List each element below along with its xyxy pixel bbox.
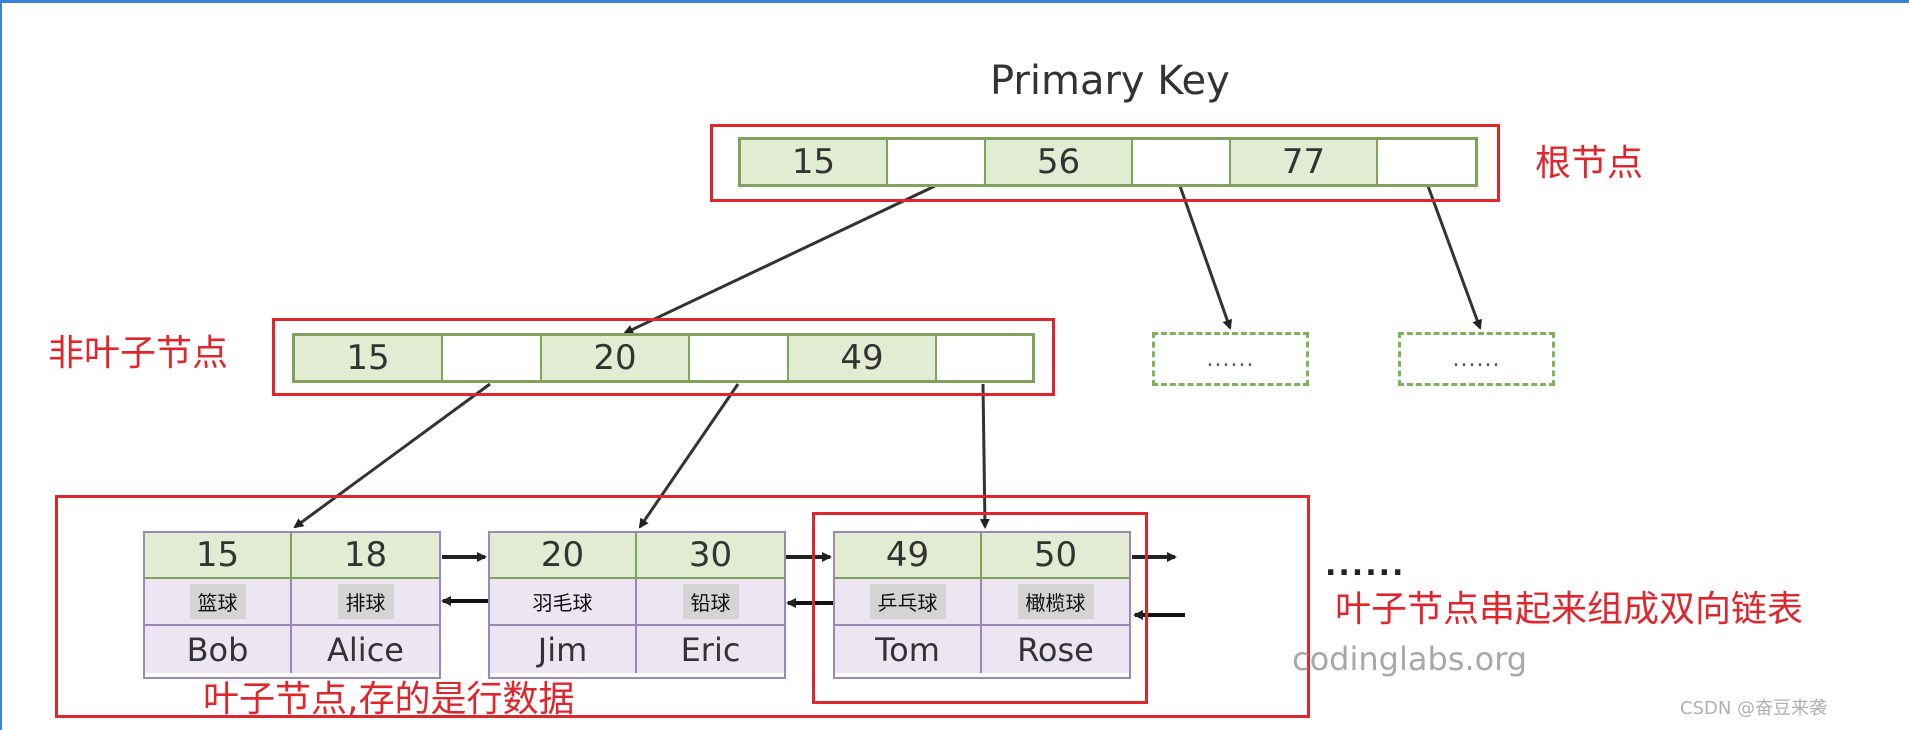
root-pointer	[888, 140, 986, 184]
hobby-cell: 乒乓球	[869, 584, 946, 619]
non-leaf-pointer	[690, 336, 789, 380]
leaf-key: 49	[835, 533, 982, 579]
name-cell: Alice	[292, 626, 439, 673]
non-leaf-key: 49	[789, 336, 937, 380]
root-pointer	[1133, 140, 1231, 184]
non-leaf-pointer	[443, 336, 542, 380]
name-cell: Eric	[637, 626, 784, 673]
leaf-node-highlight	[812, 512, 1148, 704]
non-leaf-key: 15	[295, 336, 443, 380]
hobby-cell: 橄榄球	[1017, 584, 1094, 619]
hobby-cell: 排球	[337, 584, 394, 619]
hobby-cell: 铅球	[682, 584, 739, 619]
root-node-highlight	[710, 124, 1500, 202]
non-leaf-key: 20	[542, 336, 690, 380]
leaf-node-2: 20 30 羽毛球 铅球 Jim Eric	[488, 531, 786, 679]
name-cell: Tom	[835, 626, 982, 673]
leaf-key: 30	[637, 533, 784, 579]
leaf-rows-label: 叶子节点,存的是行数据	[203, 679, 575, 720]
leaf-node-3: 49 50 乒乓球 橄榄球 Tom Rose	[833, 531, 1131, 679]
arrow-root-to-placeholder-2	[1426, 185, 1482, 330]
name-cell: Rose	[982, 626, 1129, 673]
root-node-label: 根节点	[1535, 143, 1644, 184]
non-leaf-node: 15 20 49	[292, 333, 1035, 383]
hobby-cell: 篮球	[189, 584, 246, 619]
arrow-nonleaf-to-leaf-1	[293, 382, 491, 529]
non-leaf-node-highlight	[272, 318, 1055, 396]
root-node: 15 56 77	[738, 137, 1478, 187]
name-cell: Bob	[145, 626, 292, 673]
left-border	[0, 0, 2, 730]
root-pointer	[1378, 140, 1475, 184]
root-key: 56	[986, 140, 1133, 184]
leaf-node-1: 15 18 篮球 排球 Bob Alice	[143, 531, 441, 679]
placeholder-node: ......	[1152, 332, 1309, 386]
leaf-key: 15	[145, 533, 292, 579]
name-cell: Jim	[490, 626, 637, 673]
csdn-watermark: CSDN @奋豆来袭	[1680, 698, 1828, 719]
codinglabs-watermark: codinglabs.org	[1292, 640, 1528, 678]
hobby-cell: 羽毛球	[532, 591, 593, 615]
non-leaf-pointer	[937, 336, 1032, 380]
diagram-title: Primary Key	[990, 58, 1230, 104]
continuation-dots: ......	[1325, 548, 1406, 583]
placeholder-node: ......	[1398, 332, 1555, 386]
leaf-key: 50	[982, 533, 1129, 579]
leaf-level-highlight	[55, 495, 1310, 718]
arrow-root-to-nonleaf	[623, 184, 936, 335]
root-key: 77	[1231, 140, 1378, 184]
arrow-nonleaf-to-leaf-2	[638, 383, 740, 529]
arrow-root-to-placeholder-1	[1178, 185, 1233, 330]
non-leaf-label: 非叶子节点	[48, 333, 229, 374]
top-border	[0, 0, 1909, 3]
leaf-key: 20	[490, 533, 637, 579]
arrow-nonleaf-to-leaf-3	[979, 383, 990, 529]
linked-list-label: 叶子节点串起来组成双向链表	[1335, 589, 1804, 630]
leaf-key: 18	[292, 533, 439, 579]
root-key: 15	[741, 140, 888, 184]
